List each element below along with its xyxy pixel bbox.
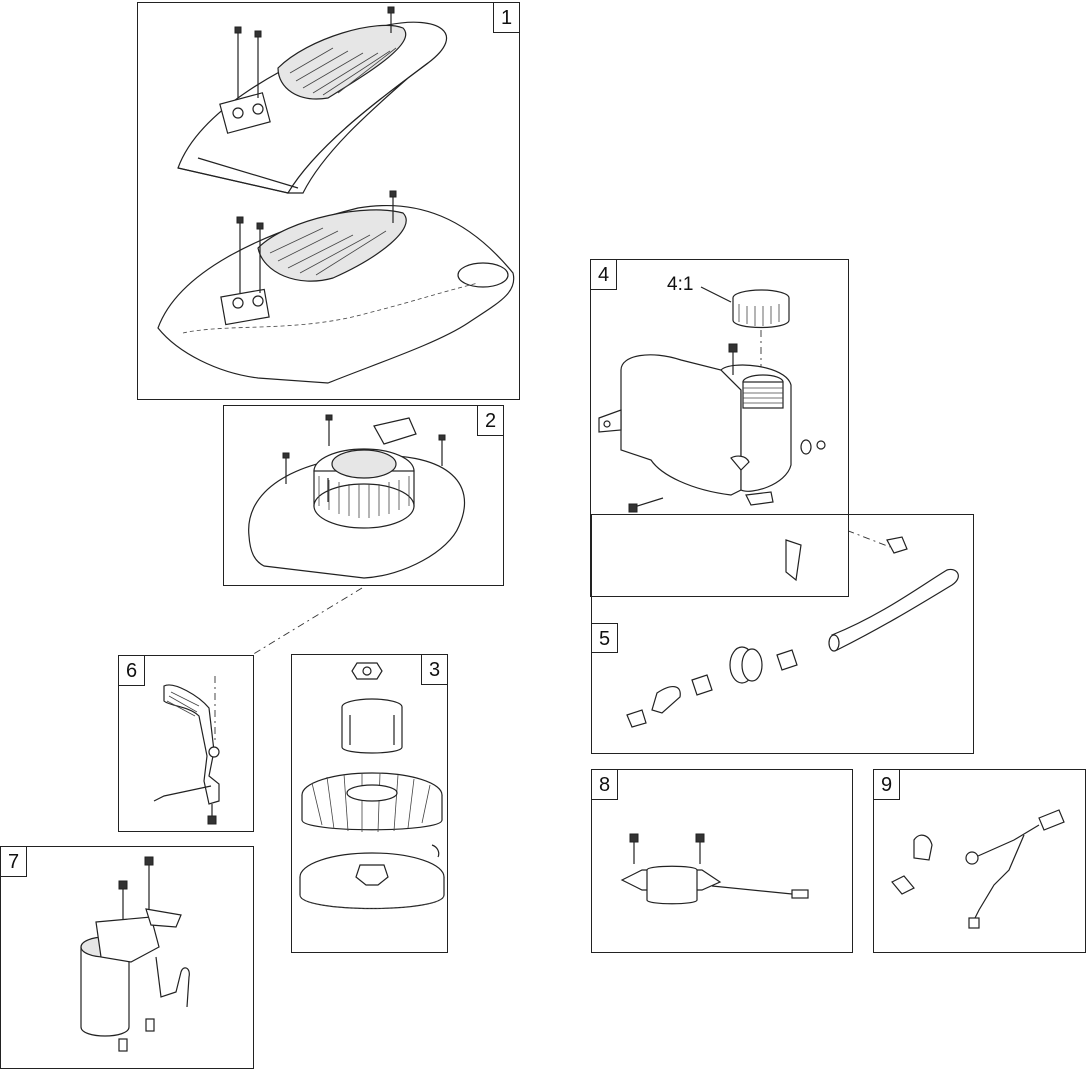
panel-3: 3 <box>291 654 448 953</box>
fuel-line-illustration <box>626 536 959 728</box>
panel-9: 9 <box>873 769 1086 953</box>
wire-connector <box>1038 809 1065 831</box>
screw-icon <box>234 6 395 98</box>
screw-icon <box>629 833 705 864</box>
panel-label: 5 <box>592 623 618 653</box>
wire-harness-illustration <box>891 809 1065 929</box>
panel-label: 8 <box>592 770 618 800</box>
panel-label: 1 <box>493 3 519 33</box>
panel-label: 9 <box>874 770 900 800</box>
fuel-elbow-hose <box>651 686 681 714</box>
panel-label: 2 <box>477 406 503 436</box>
recoil-starter-illustration <box>248 414 465 579</box>
fuel-cap-callout: 4:1 <box>667 274 694 295</box>
ignition-coil <box>646 865 698 905</box>
panel-8: 8 <box>591 769 853 953</box>
housing-opening <box>457 262 509 288</box>
fuel-tank-illustration <box>598 286 826 582</box>
fuel-hose <box>831 568 959 651</box>
screw-icon <box>207 804 217 825</box>
tank-clip <box>785 539 802 582</box>
leader-line-2-to-6 <box>213 587 363 679</box>
panel-label: 3 <box>421 655 447 685</box>
panel-7: 7 <box>0 846 254 1069</box>
spark-plug-boot <box>791 889 809 899</box>
wire-clip <box>913 834 933 861</box>
blower-housing-cover-illustration <box>157 6 515 384</box>
screw-icon <box>628 343 738 513</box>
grille-vent <box>277 24 407 100</box>
screw-icon <box>282 414 446 502</box>
flywheel-illustration <box>299 662 445 910</box>
starter-pulley <box>331 449 397 479</box>
ring-terminal <box>965 851 979 865</box>
panel-4: 4 4:1 <box>590 259 849 597</box>
panel-1: 1 <box>137 2 520 400</box>
panel-2: 2 <box>223 405 504 586</box>
panel-6: 6 <box>118 655 254 832</box>
throttle-bracket-illustration <box>153 676 220 825</box>
panel-label: 7 <box>1 847 27 877</box>
starter-motor-illustration <box>80 856 190 1052</box>
panel-label: 4 <box>591 260 617 290</box>
panel-5: 5 <box>591 514 974 754</box>
screw-icon <box>118 856 154 919</box>
flywheel-nut <box>351 662 383 680</box>
ignition-coil-illustration <box>620 833 809 905</box>
starter-handle <box>373 417 417 445</box>
hose-clamp <box>886 536 908 554</box>
mount-plate <box>219 92 271 134</box>
fuel-tank-body <box>620 354 742 496</box>
stud <box>118 1038 128 1052</box>
panel-label: 6 <box>119 656 145 686</box>
starter-motor-body <box>80 947 130 1037</box>
